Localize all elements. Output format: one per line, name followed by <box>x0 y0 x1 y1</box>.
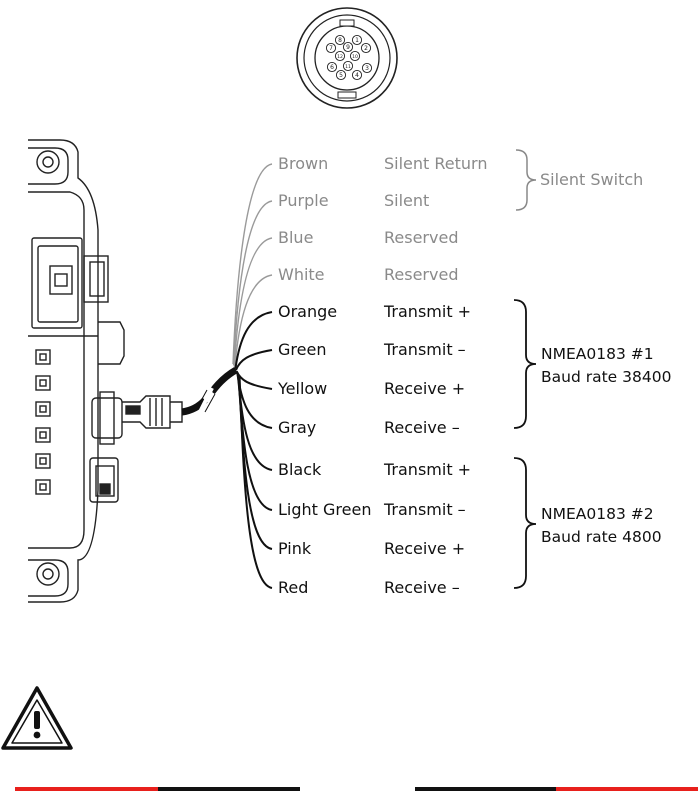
wire-signal-label: Transmit + <box>384 303 471 321</box>
silent-switch-brace <box>516 150 536 210</box>
connector-pin-number: 1 <box>355 37 359 44</box>
wire-color-label: Blue <box>278 229 313 247</box>
wire-signal-label: Receive + <box>384 380 465 398</box>
silent-switch-label: Silent Switch <box>540 169 643 191</box>
wire-purple <box>234 201 272 365</box>
wire-color-label: Brown <box>278 155 328 173</box>
wire-orange <box>235 312 272 369</box>
wire-signal-label: Transmit – <box>384 341 466 359</box>
wire-color-label: Black <box>278 461 321 479</box>
connector-pin-number: 5 <box>339 72 343 79</box>
nmea1-baud: Baud rate 38400 <box>541 366 671 388</box>
wire-red <box>240 377 272 588</box>
wire-signal-label: Transmit + <box>384 461 471 479</box>
wire-color-label: Red <box>278 579 308 597</box>
wire-signal-label: Receive – <box>384 419 460 437</box>
connector-pin-number: 2 <box>364 45 368 52</box>
nmea2-brace <box>514 458 536 588</box>
wire-signal-label: Receive – <box>384 579 460 597</box>
wire-color-label: Yellow <box>278 380 327 398</box>
connector-pin-number: 11 <box>345 64 351 70</box>
wire-signal-label: Reserved <box>384 229 458 247</box>
cable <box>182 370 236 412</box>
wire-color-label: Gray <box>278 419 316 437</box>
device-body <box>28 140 182 602</box>
connector-pin-number: 12 <box>337 54 343 60</box>
warning-triangle-icon <box>3 688 71 748</box>
connector-pin-number: 8 <box>338 37 342 44</box>
nmea2-title: NMEA0183 #2 <box>541 503 654 525</box>
connector-pin-number: 9 <box>346 44 350 51</box>
connector-pin-number: 6 <box>330 64 334 71</box>
wire-green <box>236 350 272 370</box>
connector-pin-number: 4 <box>355 72 359 79</box>
wire-signal-label: Silent Return <box>384 155 487 173</box>
wire-signal-label: Reserved <box>384 266 458 284</box>
wire-color-label: Purple <box>278 192 329 210</box>
nmea2-baud: Baud rate 4800 <box>541 526 662 548</box>
wire-color-label: White <box>278 266 325 284</box>
wire-color-label: Pink <box>278 540 311 558</box>
wire-signal-label: Transmit – <box>384 501 466 519</box>
wire-fan <box>233 164 272 588</box>
connector-pin-number: 7 <box>329 45 333 52</box>
connector-pin-number: 10 <box>352 54 358 60</box>
connector-pin-number: 3 <box>365 65 369 72</box>
nmea1-title: NMEA0183 #1 <box>541 343 654 365</box>
nmea1-brace <box>514 300 536 428</box>
wire-color-label: Green <box>278 341 326 359</box>
wire-signal-label: Silent <box>384 192 429 210</box>
wire-signal-label: Receive + <box>384 540 465 558</box>
wire-color-label: Orange <box>278 303 337 321</box>
wire-color-label: Light Green <box>278 501 371 519</box>
wire-yellow <box>237 371 272 389</box>
